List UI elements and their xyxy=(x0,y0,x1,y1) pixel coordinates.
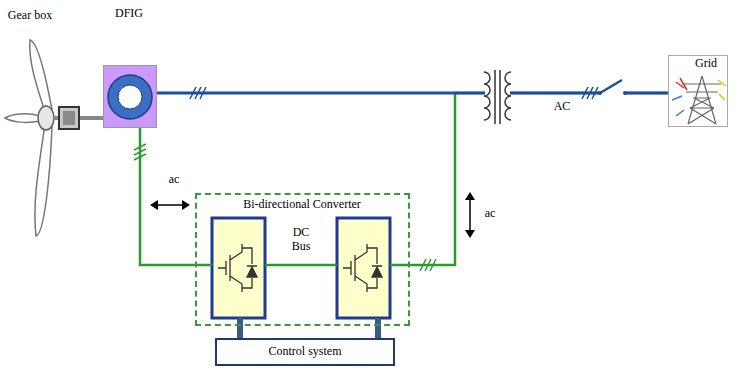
control-box: Control system xyxy=(215,338,395,366)
converter-block xyxy=(337,218,390,318)
dfig-fill xyxy=(103,65,157,128)
grid-tower xyxy=(669,56,727,126)
turbine-blade xyxy=(5,114,40,123)
gear-box: Gear box xyxy=(58,106,80,130)
node-title: Gear box xyxy=(6,9,54,23)
igbt-symbol xyxy=(218,244,257,292)
bidirectional-arrow xyxy=(465,192,475,238)
node-title: Control system xyxy=(268,345,341,359)
grid-box: Grid xyxy=(668,55,728,127)
converter-block xyxy=(212,218,265,318)
node-text: DC Bus xyxy=(286,226,316,254)
three-phase-mark xyxy=(190,87,206,99)
three-phase-mark xyxy=(134,144,146,160)
signal-label: ac xyxy=(483,207,498,221)
node-title: Grid xyxy=(695,57,717,71)
three-phase-mark xyxy=(582,87,598,99)
gear-box-core xyxy=(63,111,75,125)
control-bus xyxy=(237,326,243,338)
turbine-blade xyxy=(35,124,52,236)
control-bus xyxy=(375,318,381,338)
signal-label: ac xyxy=(167,173,182,187)
transformer xyxy=(484,66,511,130)
edge-label: AC xyxy=(552,100,573,114)
node-title: Bi-directional Converter xyxy=(243,198,361,212)
bidirectional-arrow xyxy=(150,200,190,210)
drive-shaft xyxy=(80,116,103,120)
converter-box: Bi-directional Converter DC Bus xyxy=(195,193,410,326)
gear-box-fill xyxy=(58,106,80,130)
generator-ring xyxy=(108,75,152,119)
turbine-hub xyxy=(38,106,54,130)
three-phase-mark xyxy=(420,259,436,271)
turbine-blade xyxy=(30,40,52,112)
turbine xyxy=(5,40,58,236)
rotor-ac-wire xyxy=(140,128,195,265)
generator-rotor xyxy=(118,85,142,109)
grid-side-ac-wire xyxy=(410,93,668,265)
igbt-symbol xyxy=(343,244,382,292)
breaker-switch xyxy=(598,80,627,98)
node-title: DFIG xyxy=(115,7,143,21)
generator-box: DFIG xyxy=(103,65,157,128)
